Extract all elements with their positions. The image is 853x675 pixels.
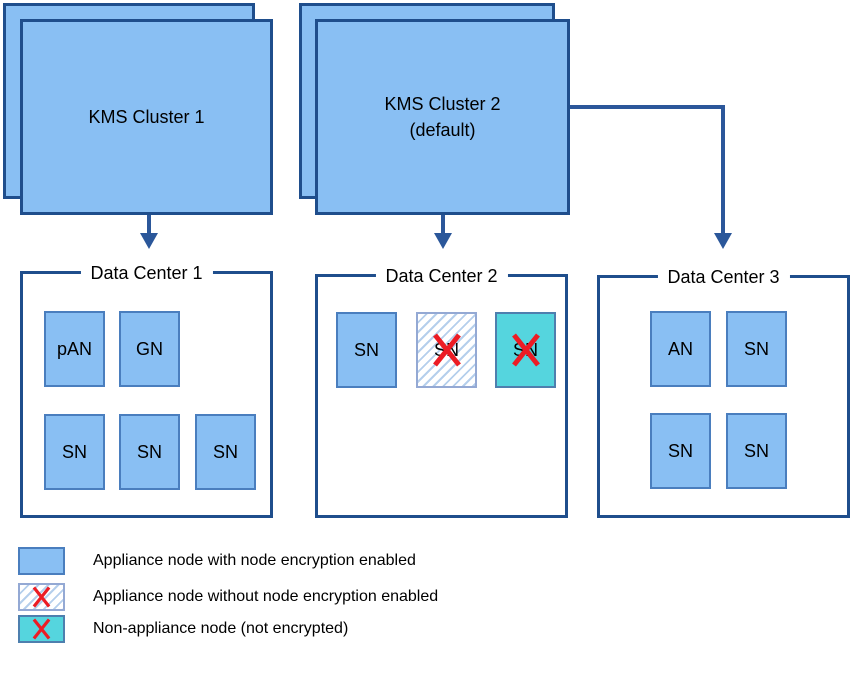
- kms-cluster-1-label: KMS Cluster 1: [88, 107, 205, 127]
- legend-item: Non-appliance node (not encrypted): [18, 615, 348, 643]
- node-sn: SN: [44, 414, 105, 490]
- node-label: SN: [353, 339, 379, 360]
- node-label: SN: [512, 339, 538, 360]
- x-mark-icon: [32, 618, 51, 640]
- legend-label: Appliance node with node encryption enab…: [93, 552, 416, 569]
- arrow-kms2-to-dc3: [570, 105, 725, 236]
- arrowhead-down-icon: [140, 233, 158, 249]
- node-sn: SN: [336, 312, 397, 388]
- data-center-2-title: Data Center 2: [375, 264, 508, 289]
- node-label: SN: [743, 440, 769, 461]
- node-sn: SN: [195, 414, 256, 490]
- data-center-3-box: Data Center 3 AN SN SN SN: [597, 265, 850, 518]
- node-sn: SN: [119, 414, 180, 490]
- arrowhead-down-icon: [434, 233, 452, 249]
- legend-item: Appliance node without node encryption e…: [18, 583, 438, 611]
- legend-swatch-encrypted: [18, 547, 65, 575]
- node-label: SN: [667, 440, 693, 461]
- legend-label: Appliance node without node encryption e…: [93, 588, 439, 605]
- legend-item: Appliance node with node encryption enab…: [18, 547, 416, 575]
- node-label: pAN: [56, 338, 92, 359]
- node-gn: GN: [119, 311, 180, 387]
- node-sn: SN: [650, 413, 711, 489]
- node-sn: SN: [726, 311, 787, 387]
- node-pan: pAN: [44, 311, 105, 387]
- node-an: AN: [650, 311, 711, 387]
- x-mark-icon: [32, 586, 51, 608]
- data-center-1-box: Data Center 1 pAN GN SN SN SN: [20, 261, 273, 518]
- node-label: AN: [667, 338, 693, 359]
- node-label: SN: [136, 441, 162, 462]
- node-label: GN: [136, 338, 163, 359]
- kms-cluster-2-box: KMS Cluster 2 (default): [315, 19, 570, 215]
- node-sn-unencrypted: SN: [416, 312, 477, 388]
- node-label: SN: [212, 441, 238, 462]
- node-sn: SN: [726, 413, 787, 489]
- kms-cluster-1-box: KMS Cluster 1: [20, 19, 273, 215]
- arrowhead-down-icon: [714, 233, 732, 249]
- legend-swatch-non-appliance: [18, 615, 65, 643]
- kms-cluster-2-sublabel: (default): [409, 120, 476, 140]
- data-center-2-box: Data Center 2 SN SN SN: [315, 264, 568, 518]
- data-center-1-title: Data Center 1: [80, 261, 213, 286]
- node-sn-non-appliance: SN: [495, 312, 556, 388]
- node-label: SN: [61, 441, 87, 462]
- data-center-3-title: Data Center 3: [657, 265, 790, 290]
- node-label: SN: [433, 339, 459, 360]
- node-label: SN: [743, 338, 769, 359]
- kms-cluster-2-label: KMS Cluster 2: [384, 94, 501, 114]
- legend-swatch-unencrypted-appliance: [18, 583, 65, 611]
- legend-label: Non-appliance node (not encrypted): [93, 620, 349, 637]
